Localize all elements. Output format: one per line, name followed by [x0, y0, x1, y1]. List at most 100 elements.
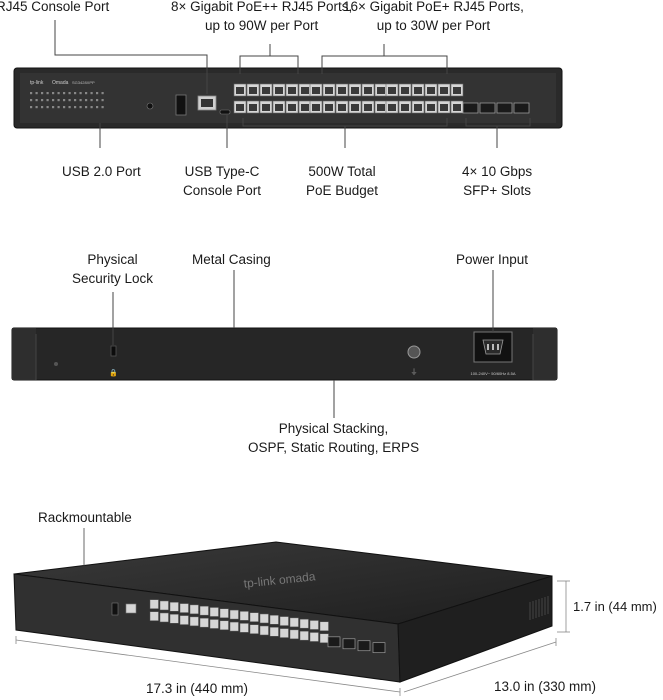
rj45-port-opening — [249, 104, 257, 111]
rj45-port-opening — [236, 87, 244, 94]
iso-sfp-slot — [327, 636, 341, 648]
rj45-port-opening — [312, 104, 320, 111]
rj45-port-opening — [351, 104, 359, 111]
front-leader-lines — [54, 20, 531, 148]
rj45-port-opening — [388, 104, 396, 111]
width-dimension-label: 17.3 in (440 mm) — [146, 681, 249, 696]
iso-rj45-port — [249, 624, 259, 634]
iso-rj45-port — [199, 605, 209, 616]
rj45-port-opening — [312, 87, 320, 94]
iso-rj45-port — [239, 623, 249, 633]
usb-port-label: USB 2.0 Port — [62, 164, 141, 179]
iso-rj45-port — [289, 617, 299, 628]
iso-rj45-port — [239, 611, 249, 621]
iso-usb-port — [111, 602, 119, 616]
status-led — [74, 99, 77, 102]
security-lock-label: Physical Security Lock — [72, 252, 154, 286]
status-led — [74, 92, 77, 95]
rj45-port-opening — [453, 87, 461, 94]
iso-rj45-port — [179, 603, 189, 613]
iso-rj45-port — [159, 600, 169, 611]
status-led — [57, 99, 60, 102]
rj45-port-opening — [236, 104, 244, 111]
rj45-port-grid — [233, 83, 464, 114]
rj45-port-opening — [427, 87, 435, 94]
ground-icon: ⏚ — [411, 368, 418, 376]
rj45-port-opening — [275, 87, 283, 94]
sfp-slot — [479, 102, 496, 114]
status-led — [68, 99, 71, 102]
side-vents — [529, 596, 549, 620]
status-led — [41, 99, 44, 102]
status-led — [57, 106, 60, 109]
status-led — [79, 92, 82, 95]
status-led — [68, 92, 71, 95]
dimension-lines — [15, 528, 570, 696]
status-led — [52, 99, 55, 102]
lock-icon: 🔒 — [109, 369, 118, 377]
sfp-plus-slots — [462, 102, 530, 114]
status-led — [101, 92, 104, 95]
status-led — [35, 99, 38, 102]
status-led — [57, 92, 60, 95]
status-led — [90, 106, 93, 109]
rj45-port-opening — [440, 104, 448, 111]
rj45-port-opening — [301, 104, 309, 111]
status-led — [96, 92, 99, 95]
rj45-port-opening — [364, 104, 372, 111]
iso-console-port — [125, 603, 137, 614]
rj45-port-opening — [275, 104, 283, 111]
iso-rj45-port — [219, 620, 229, 631]
iso-rj45-port — [169, 614, 179, 624]
rj45-port-opening — [288, 87, 296, 94]
iso-rj45-port — [189, 604, 199, 615]
iso-rj45-port — [259, 625, 269, 636]
iso-rj45-port — [159, 612, 169, 623]
iso-rj45-port — [229, 609, 239, 620]
rackmountable-label: Rackmountable — [38, 510, 132, 525]
iso-rj45-port — [209, 607, 219, 617]
isometric-device: tp-link omada — [13, 541, 553, 683]
rj45-port-opening — [262, 104, 270, 111]
iso-rj45-port — [269, 615, 279, 625]
usb-c-console-label: USB Type-C Console Port — [183, 164, 262, 198]
status-led — [41, 92, 44, 95]
rj45-port-opening — [377, 87, 385, 94]
iso-rj45-port — [279, 628, 289, 638]
iso-sfp-slot — [357, 640, 371, 652]
rj45-port-opening — [325, 104, 333, 111]
poe-plus-label: 16× Gigabit PoE+ RJ45 Ports, up to 30W p… — [343, 0, 524, 33]
status-led — [101, 106, 104, 109]
rj45-port-opening — [401, 104, 409, 111]
iso-rj45-port — [209, 619, 219, 629]
status-led — [52, 92, 55, 95]
iso-rj45-port — [249, 612, 259, 622]
sfp-slots-label: 4× 10 Gbps SFP+ Slots — [462, 164, 533, 198]
status-led — [46, 106, 49, 109]
iso-rj45-port — [229, 621, 239, 632]
usb-c-console-port — [219, 109, 231, 115]
rj45-port-opening — [401, 87, 409, 94]
iso-rj45-port — [149, 611, 159, 621]
status-led — [63, 106, 66, 109]
status-led — [63, 92, 66, 95]
rj45-port-opening — [414, 104, 422, 111]
iso-port-grid — [111, 599, 386, 654]
front-model-text: SG3428XPP — [72, 80, 95, 85]
iso-sfp-slot — [342, 638, 356, 650]
iso-rj45-port — [299, 618, 309, 629]
iso-rj45-port — [299, 630, 309, 641]
status-led — [52, 106, 55, 109]
iso-rj45-port — [189, 616, 199, 627]
status-led — [30, 92, 33, 95]
iso-rj45-port — [219, 608, 229, 619]
sfp-slot — [462, 102, 479, 114]
rj45-port-opening — [388, 87, 396, 94]
rj45-port-opening — [338, 87, 346, 94]
status-led — [85, 106, 88, 109]
iso-rj45-port — [319, 633, 329, 644]
iso-rj45-port — [199, 617, 209, 628]
status-led — [85, 99, 88, 102]
status-led — [35, 92, 38, 95]
